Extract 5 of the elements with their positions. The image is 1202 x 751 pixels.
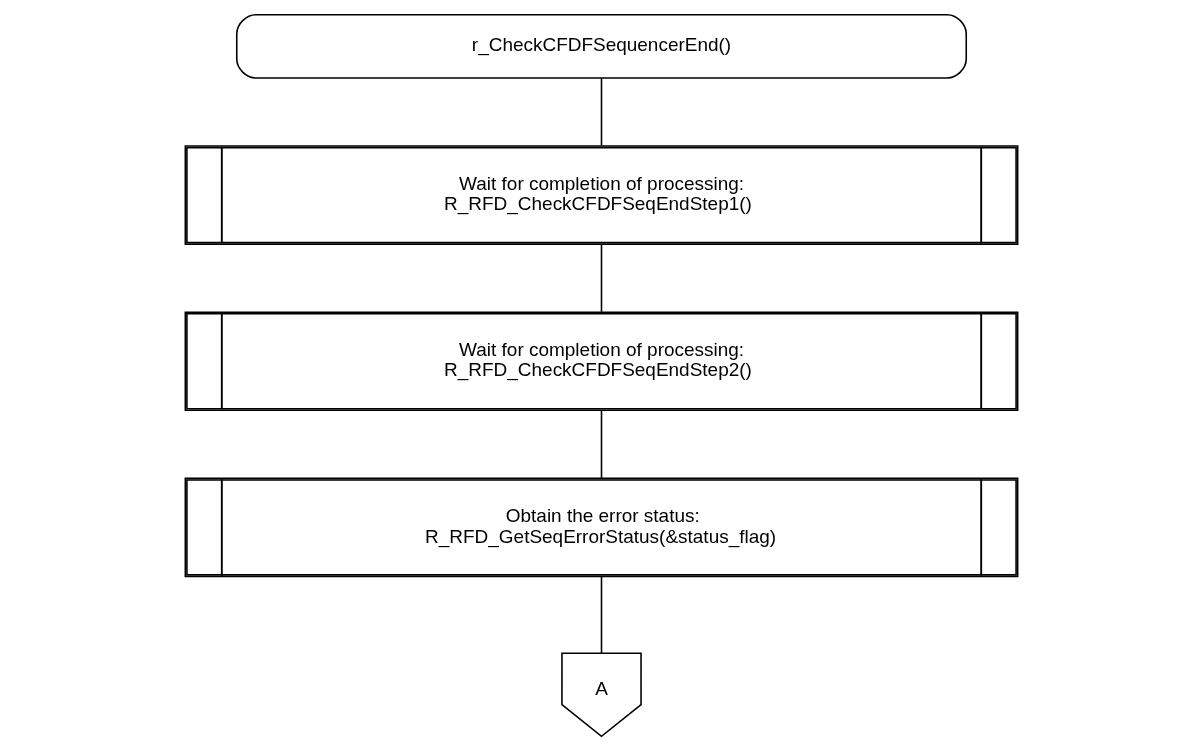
connector: [600, 575, 602, 654]
connector: [600, 77, 602, 147]
connector: [600, 409, 602, 479]
node-box: r_CheckCFDFSequencerEnd(): [235, 13, 967, 79]
connector: [600, 243, 602, 313]
